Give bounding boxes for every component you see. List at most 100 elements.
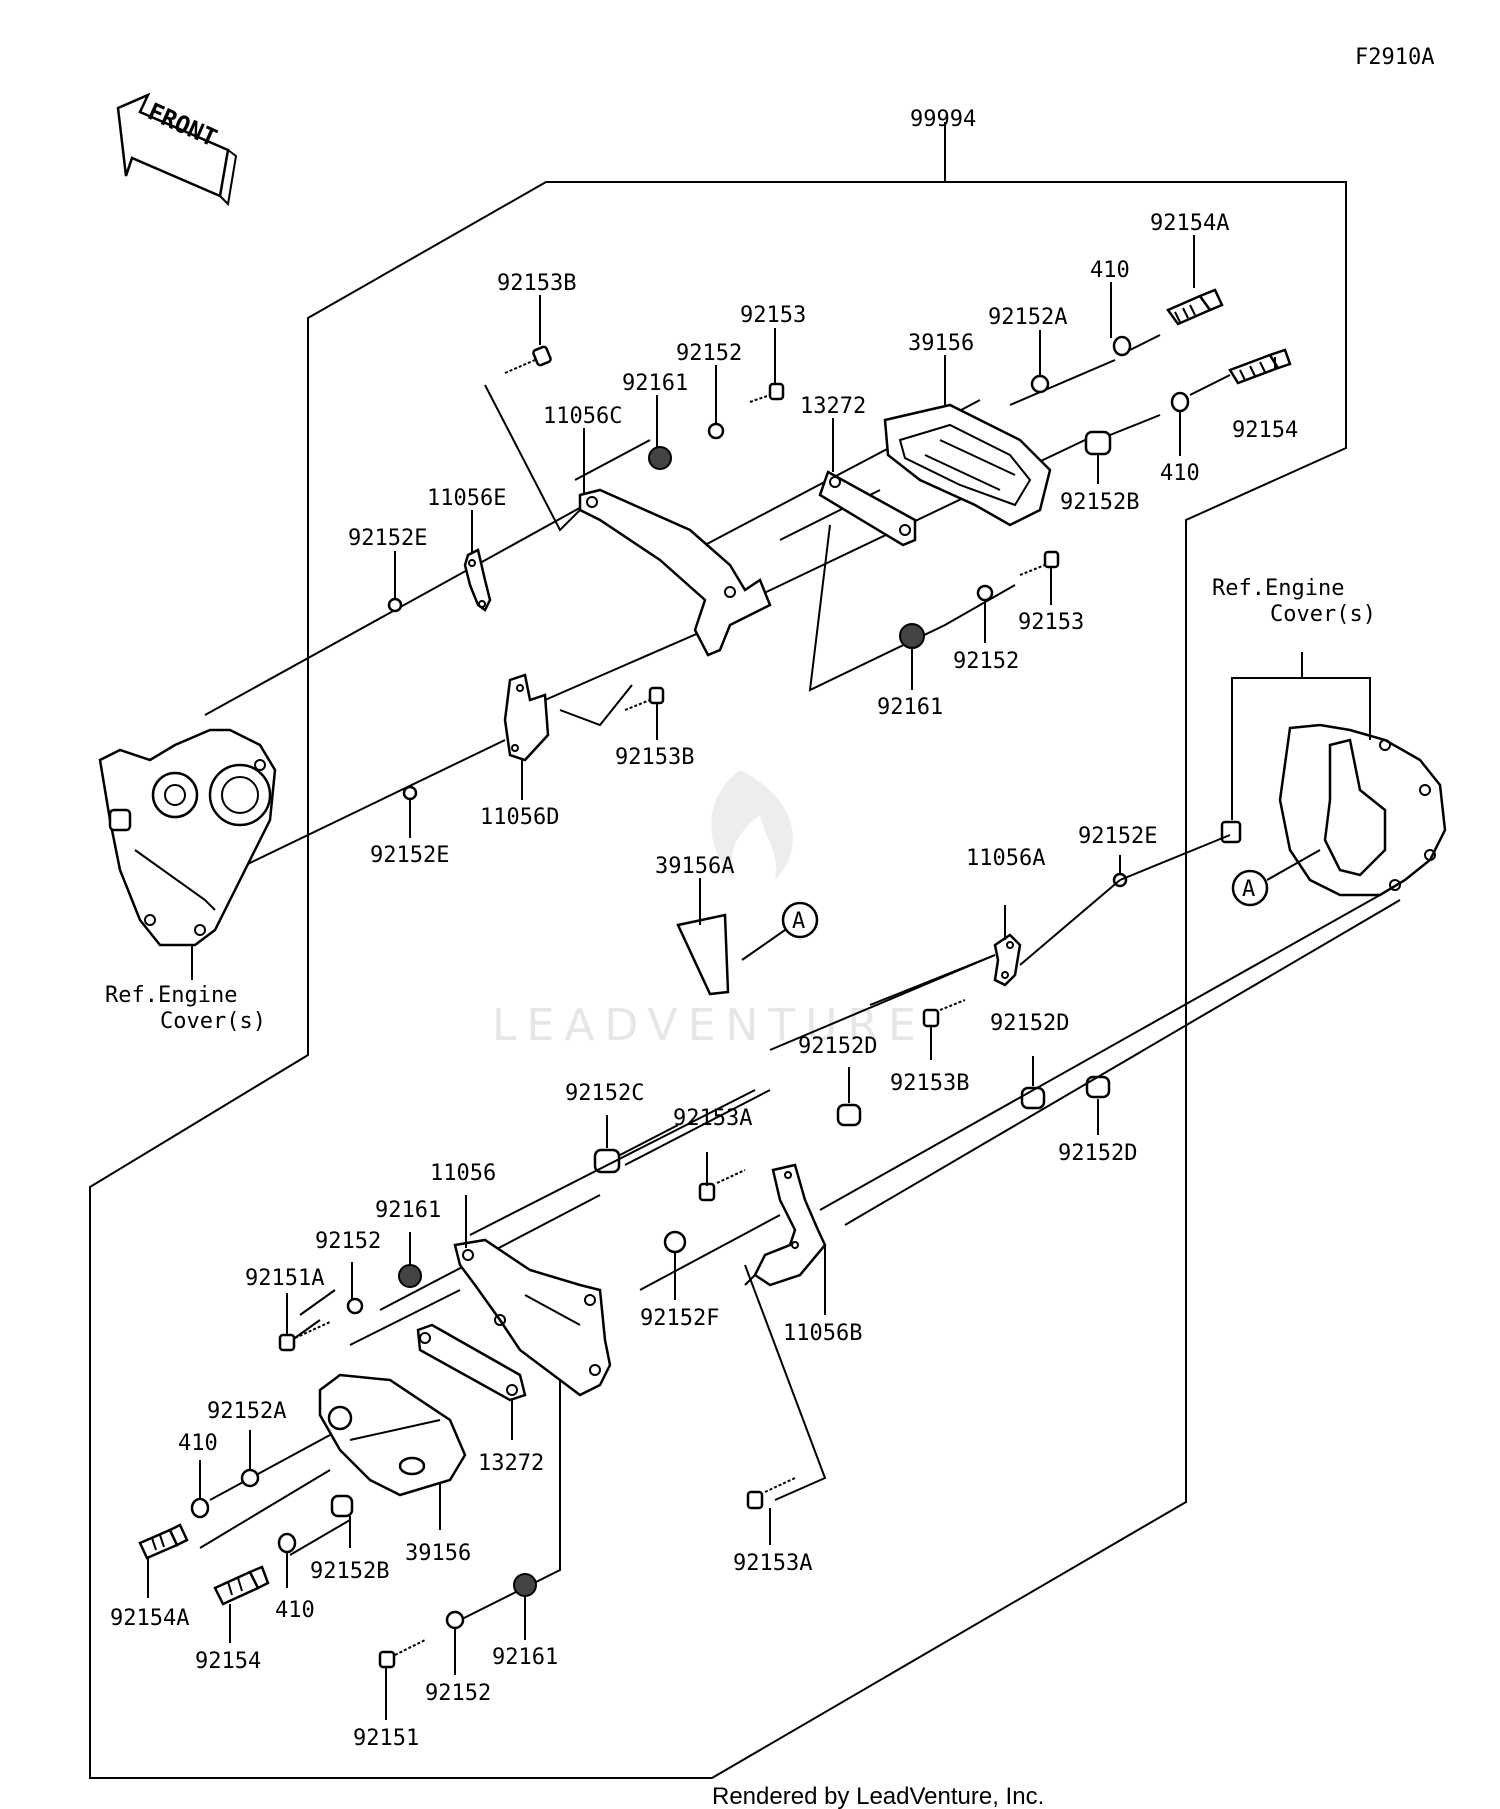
sticker-39156A [676, 913, 730, 996]
callout-A-left-text: A [792, 909, 805, 934]
washer-410-top [1112, 335, 1132, 357]
label-92153B-center: 92153B [890, 1071, 969, 1096]
collar-92152D-a [836, 1103, 862, 1127]
labels-lower: 11056 92161 92152 92151A 92152F 11056B 9… [110, 1161, 862, 1751]
bolt-92154A-top [1166, 288, 1224, 326]
kit-outline [89, 122, 1347, 1779]
label-92152-low: 92152 [315, 1229, 381, 1254]
washer-92152-top [707, 422, 725, 440]
label-11056C: 11056C [543, 404, 622, 429]
washer-410-low-b [277, 1532, 297, 1554]
collar-92152A-top [1030, 374, 1050, 394]
label-92161-low: 92161 [375, 1198, 441, 1223]
label-92161-mid: 92161 [877, 695, 943, 720]
bush-92161-bottom [513, 1573, 537, 1597]
label-92152-top: 92152 [676, 341, 742, 366]
bracket-11056E [463, 548, 492, 612]
label-11056D: 11056D [480, 805, 559, 830]
label-92153-mid: 92153 [1018, 610, 1084, 635]
label-92152D-b: 92152D [990, 1011, 1069, 1036]
slider-39156-top [883, 403, 1052, 527]
callout-A-right [1231, 869, 1269, 907]
bolt-92153B-top [504, 345, 552, 374]
washer-92152E-left [402, 785, 418, 801]
label-39156-low: 39156 [405, 1541, 471, 1566]
bolt-92153-top [749, 382, 785, 403]
ref-engine-right-bracket [1231, 652, 1371, 820]
bolt-92154A-low [138, 1523, 189, 1560]
label-92154A-low: 92154A [110, 1606, 189, 1631]
center-parts: A A [593, 849, 1321, 1202]
label-11056: 11056 [430, 1161, 496, 1186]
washer-92152-low [346, 1297, 364, 1315]
engine-cover-left [98, 728, 277, 947]
label-92152B-low: 92152B [310, 1559, 389, 1584]
collar-92152B-low [330, 1494, 354, 1518]
lower-parts [138, 1163, 827, 1669]
bolt-92153A-center [698, 1169, 746, 1202]
bracket-11056C [578, 488, 772, 657]
label-92153A-low: 92153A [733, 1551, 812, 1576]
labels-center: 39156A 11056A 92152E 92152D 92152D 92152… [565, 824, 1157, 1166]
label-92152D-a: 92152D [798, 1034, 877, 1059]
label-92153-top: 92153 [740, 303, 806, 328]
leader-lines [147, 235, 1276, 1720]
ref-engine-right-1: Ref.Engine [1212, 576, 1344, 601]
bush-92161-low [398, 1264, 422, 1288]
washer-92152-bottom [445, 1610, 465, 1630]
label-410-top: 410 [1090, 258, 1130, 283]
engine-cover-right [1220, 723, 1447, 897]
collar-92152C [593, 1148, 621, 1174]
ref-engine-right-2: Cover(s) [1270, 602, 1376, 627]
watermark-text: LEADVENTURE [492, 1000, 926, 1051]
assembly-lines-lower [199, 834, 1401, 1621]
bracket-11056 [453, 1238, 612, 1397]
bolt-92153A-low [746, 1477, 796, 1510]
label-92154-top: 92154 [1232, 418, 1298, 443]
label-92152A-low: 92152A [207, 1399, 286, 1424]
label-13272-low: 13272 [478, 1451, 544, 1476]
label-92152B-top: 92152B [1060, 490, 1139, 515]
label-92152C: 92152C [565, 1081, 644, 1106]
bolt-92151 [378, 1639, 426, 1669]
bolt-92154-top [1228, 348, 1292, 385]
label-92152E-left: 92152E [370, 843, 449, 868]
label-410-low-a: 410 [178, 1431, 218, 1456]
bolt-92153-mid [1019, 550, 1060, 576]
label-92154-low: 92154 [195, 1649, 261, 1674]
label-92153B-mid: 92153B [615, 745, 694, 770]
label-11056B: 11056B [783, 1321, 862, 1346]
leader-A-right [1266, 849, 1321, 881]
ref-engine-left-2: Cover(s) [160, 1009, 266, 1034]
plate-13272-low [416, 1323, 527, 1402]
watermark: LEADVENTURE [492, 770, 926, 1051]
ref-engine-left-1: Ref.Engine [105, 983, 237, 1008]
label-11056E: 11056E [427, 486, 506, 511]
bush-92161-top [648, 446, 672, 470]
label-92152A-top: 92152A [988, 305, 1067, 330]
bush-92161-mid [899, 623, 925, 649]
label-92161-bottom: 92161 [492, 1645, 558, 1670]
label-92153A-center: 92153A [673, 1106, 752, 1131]
callout-A-right-text: A [1242, 877, 1255, 902]
label-92152E-right: 92152E [1078, 824, 1157, 849]
label-92152-mid: 92152 [953, 649, 1019, 674]
leader-39156A-A [741, 929, 786, 961]
label-92152-bottom: 92152 [425, 1681, 491, 1706]
bracket-11056D [503, 673, 550, 762]
figure-code: F2910A [1355, 45, 1434, 70]
footer-credit: Rendered by LeadVenture, Inc. [712, 1783, 1044, 1809]
callout-A-left [781, 901, 819, 939]
washer-410-low-a [190, 1497, 210, 1519]
label-11056A: 11056A [966, 846, 1045, 871]
bracket-11056A [993, 933, 1022, 987]
collar-92152A-low [240, 1468, 260, 1488]
washer-410-mid [1170, 391, 1190, 413]
front-arrow-icon: FRONT [116, 92, 238, 207]
assembly-lines-upper [204, 334, 1231, 876]
label-92154A-top: 92154A [1150, 211, 1229, 236]
bolt-92154-low [213, 1565, 270, 1606]
labels-upper: 92153B 92153 92152 92161 11056C 13272 39… [348, 211, 1298, 868]
label-39156A: 39156A [655, 854, 734, 879]
